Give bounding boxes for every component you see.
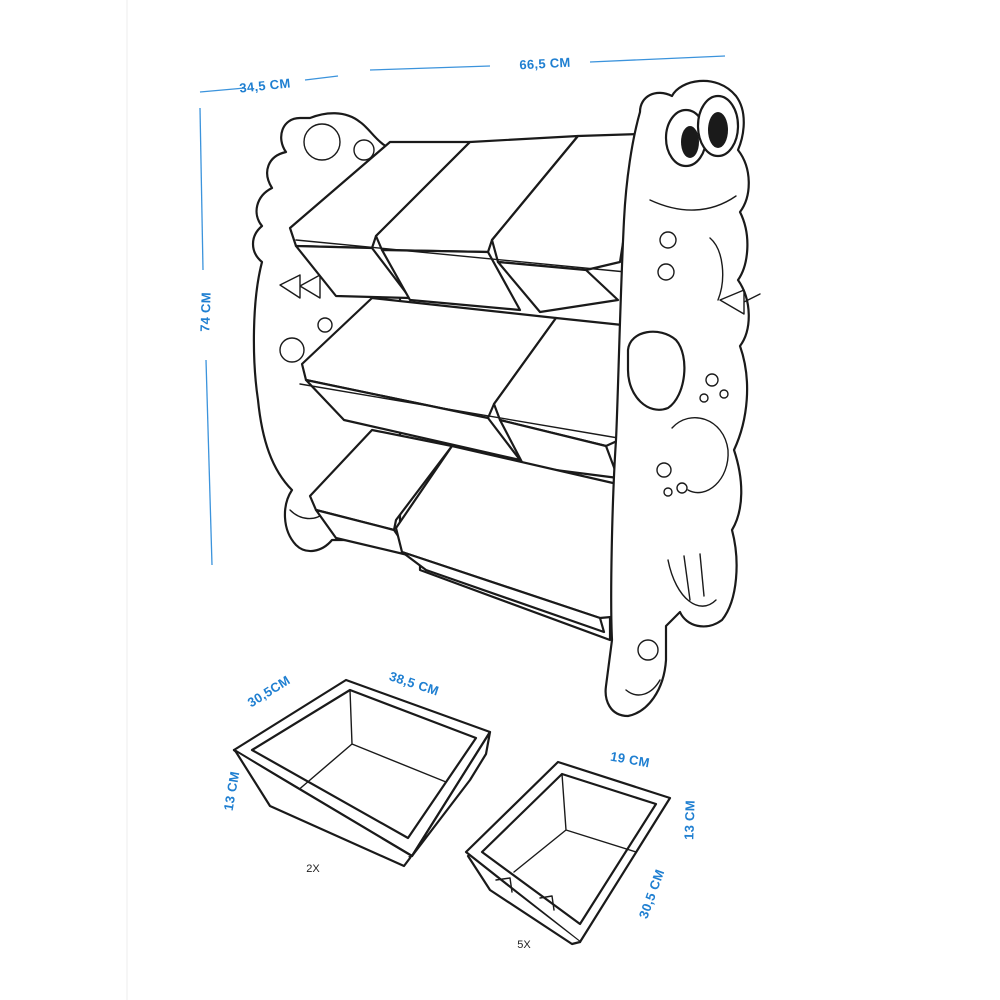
width-dimension-line [589, 55, 726, 63]
large-bin-illustration: 30,5CM 38,5 CM 13 CM 2X [221, 668, 492, 875]
small-bin-height-label: 13 CM [681, 800, 697, 840]
shelf-dimensions: 34,5 CM 66,5 CM 74 CM [197, 55, 726, 566]
frog-left-pupil [681, 126, 699, 158]
frog-spot-icon [705, 373, 719, 387]
large-bin-interior [250, 688, 478, 840]
shelf-width-label: 66,5 CM [519, 55, 571, 73]
frog-left-eye-bump [303, 123, 341, 161]
height-dimension-line [205, 359, 213, 566]
frog-leg-icon [667, 553, 717, 607]
small-bin-quantity: 5X [517, 939, 531, 951]
small-bin-width-label: 19 CM [609, 749, 651, 771]
frog-nostril-icon [659, 231, 677, 249]
frog-foot-icon [625, 679, 661, 696]
frog-toy-organizer [251, 79, 761, 718]
large-bin-front [234, 750, 412, 868]
frog-spot-icon [676, 482, 688, 494]
top-middle-bin-front [380, 248, 522, 312]
small-bin-inner-edges [513, 773, 637, 873]
width-dimension-line [369, 65, 491, 71]
small-bin-depth-label: 30,5 CM [636, 867, 668, 920]
frog-right-pupil [708, 112, 728, 148]
bottom-right-bin-front [400, 550, 606, 634]
top-rail [295, 239, 627, 273]
large-bin-width-label: 38,5 CM [387, 668, 440, 698]
large-bin-height-label: 13 CM [221, 770, 243, 812]
frog-cheek-icon [709, 237, 724, 301]
small-bin-interior [480, 772, 658, 926]
frog-spot-icon [317, 317, 333, 333]
frog-spot-icon [699, 393, 709, 403]
top-right-bin-front [496, 260, 620, 314]
small-bin-illustration: 19 CM 13 CM 30,5 CM 5X [464, 749, 698, 951]
height-dimension-line [199, 107, 204, 271]
shelf-height-label: 74 CM [197, 292, 213, 332]
large-bin-inner-edges [295, 689, 447, 793]
frog-hand-icon [626, 330, 686, 411]
small-bin-handle-icon [495, 877, 555, 911]
large-bin-depth-label: 30,5CM [245, 672, 293, 710]
shelf-depth-label: 34,5 CM [239, 75, 292, 95]
bow-icon [719, 289, 761, 315]
frog-spot-icon [663, 487, 673, 497]
small-bin-front [466, 854, 582, 946]
bow-icon [279, 274, 321, 299]
frog-small-bump [353, 139, 375, 161]
middle-rail [299, 383, 631, 441]
large-bin-quantity: 2X [306, 863, 320, 875]
frog-nostril-icon [657, 263, 675, 281]
depth-dimension-line [199, 87, 246, 93]
frog-belly-icon [671, 417, 729, 494]
frog-spot-icon [719, 389, 729, 399]
frog-foot-icon [637, 639, 659, 661]
frog-mouth-icon [649, 195, 737, 211]
frog-spot-icon [279, 337, 305, 363]
depth-dimension-line [304, 75, 339, 81]
frog-spot-icon [656, 462, 672, 478]
